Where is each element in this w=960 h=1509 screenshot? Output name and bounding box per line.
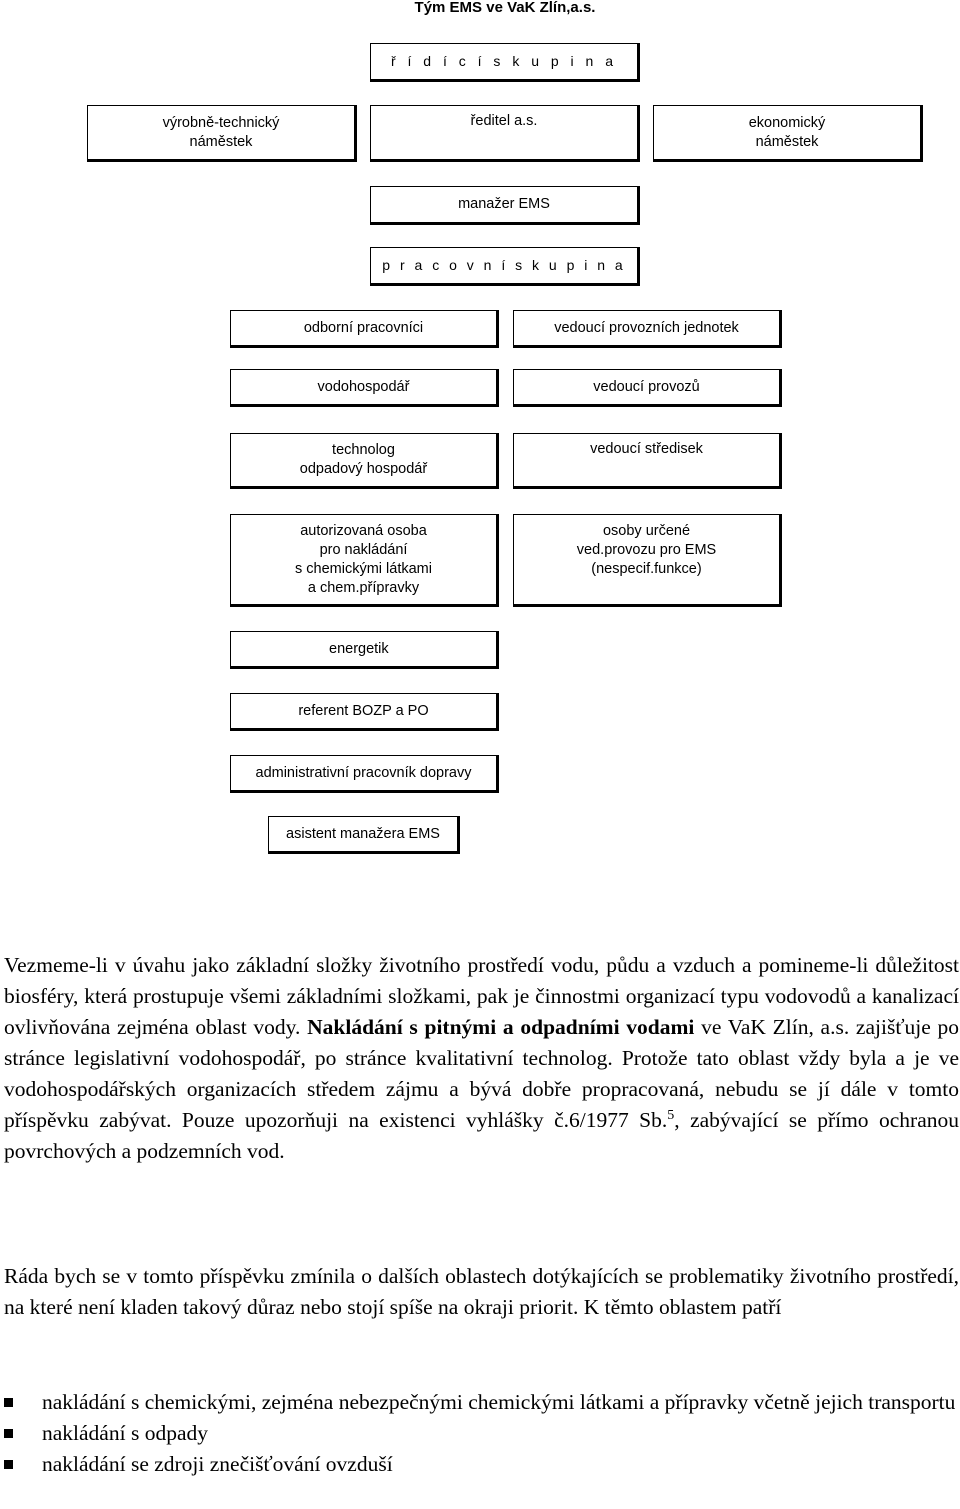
asistent-box: asistent manažera EMS [268,816,460,854]
vedouci-provoznich-jednotek-box: vedoucí provozních jednotek [513,310,782,348]
odborni-pracovnici-box: odborní pracovníci [230,310,499,348]
list-item: nakládání se zdroji znečišťování ovzduší [0,1449,960,1480]
paragraph-2: Ráda bych se v tomto příspěvku zmínila o… [4,1264,959,1319]
vyrobne-technicky-line2: náměstek [189,133,253,150]
autorizovana-line3: s chemickými látkami [295,560,432,577]
vedouci-provoznich-jednotek-label: vedoucí provozních jednotek [554,319,739,336]
p1-part-c: , zabývající se přímo ochranou povrchový… [4,1108,959,1163]
bullet-list: nakládání s chemickými, zejména nebezpeč… [0,1387,960,1480]
page-title: Tým EMS ve VaK Zlín,a.s. [414,0,596,16]
manazer-ems-label: manažer EMS [458,196,550,212]
square-bullet-icon [4,1398,13,1407]
list-item-text: nakládání s chemickými, zejména nebezpeč… [42,1390,956,1414]
ekonomicky-line1: ekonomický [748,114,826,131]
vedouci-stredisek-box: vedoucí středisek [513,433,782,489]
technolog-box: technolog odpadový hospodář [230,433,499,489]
reditel-box: ředitel a.s. [370,105,640,162]
referent-label: referent BOZP a PO [298,702,429,719]
ridici-skupina-label: ř í d í c í s k u p i n a [390,53,618,69]
reditel-label: ředitel a.s. [470,113,538,129]
list-item-text: nakládání s odpady [42,1421,208,1445]
autorizovana-line2: pro nakládání [319,541,408,558]
pracovni-skupina-box: p r a c o v n í s k u p i n a [370,247,640,286]
osoby-urcene-line2: ved.provozu pro EMS [576,542,717,558]
autorizovana-line1: autorizovaná osoba [300,522,427,539]
technolog-line2: odpadový hospodář [299,461,428,477]
p1-bold: Nakládání s pitnými a odpadními vodami [307,1015,695,1039]
p1-footnote-ref: 5 [667,1108,675,1123]
pracovni-skupina-label: p r a c o v n í s k u p i n a [382,257,626,273]
energetik-box: energetik [230,631,499,669]
vedouci-provozu-box: vedoucí provozů [513,369,782,407]
list-item: nakládání s odpady [0,1418,960,1449]
administrativni-box: administrativní pracovník dopravy [230,755,499,793]
osoby-urcene-box: osoby určené ved.provozu pro EMS (nespec… [513,514,782,607]
ekonomicky-namestek-box: ekonomický náměstek [653,105,923,162]
vedouci-stredisek-label: vedoucí středisek [590,441,703,457]
list-item-text: nakládání se zdroji znečišťování ovzduší [42,1452,393,1476]
ekonomicky-line2: náměstek [755,133,819,150]
autorizovana-line4: a chem.přípravky [307,579,420,596]
paragraph-1: Vezmeme-li v úvahu jako základní složky … [4,950,959,1167]
administrativni-label: administrativní pracovník dopravy [255,764,472,781]
ridici-skupina-box: ř í d í c í s k u p i n a [370,43,640,82]
osoby-urcene-line3: (nespecif.funkce) [591,561,702,577]
vedouci-provozu-label: vedoucí provozů [593,378,700,395]
vyrobne-technicky-line1: výrobně-technický [162,114,280,131]
odborni-pracovnici-label: odborní pracovníci [303,319,424,336]
p1-part-a: Vezmeme-li v úvahu jako základní složky … [4,953,959,1039]
technolog-line1: technolog [332,442,395,458]
osoby-urcene-line1: osoby určené [602,523,691,539]
energetik-label: energetik [329,640,389,657]
vodohospodar-label: vodohospodář [317,378,410,395]
list-item: nakládání s chemickými, zejména nebezpeč… [0,1387,960,1418]
square-bullet-icon [4,1460,13,1469]
vyrobne-technicky-namestek-box: výrobně-technický náměstek [87,105,357,162]
manazer-ems-box: manažer EMS [370,186,640,225]
asistent-label: asistent manažera EMS [286,825,440,842]
p1-part-b: ve VaK Zlín, a.s. zajišťuje po stránce l… [4,1015,959,1132]
square-bullet-icon [4,1429,13,1438]
autorizovana-osoba-box: autorizovaná osoba pro nakládání s chemi… [230,514,499,607]
vodohospodar-box: vodohospodář [230,369,499,407]
referent-box: referent BOZP a PO [230,693,499,731]
